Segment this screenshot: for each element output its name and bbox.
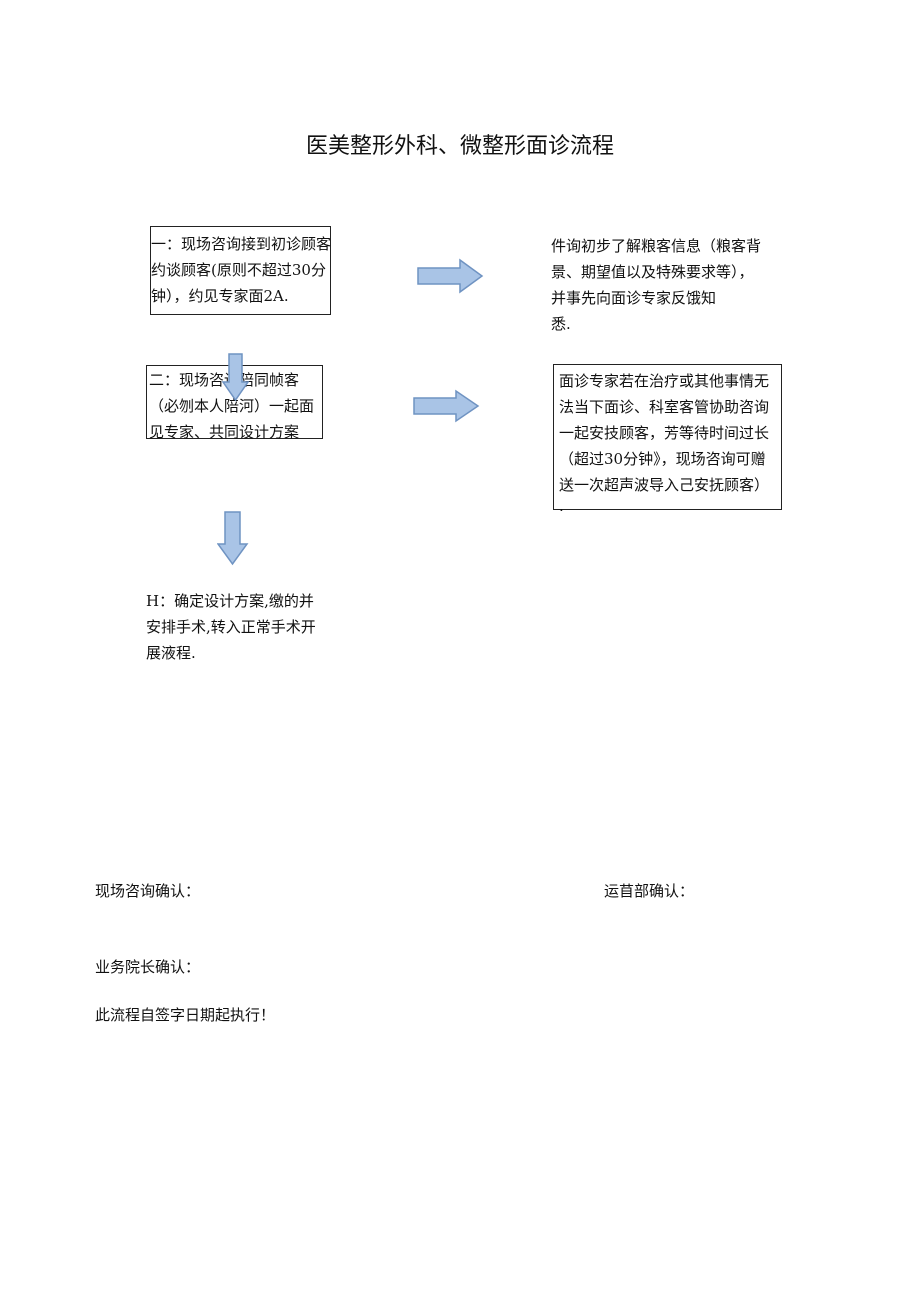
step3-line: H：确定设计方案,缴的并 [146, 592, 314, 610]
step2-line: （必刎本人陪河）一起面 [149, 397, 315, 415]
operations-confirm-label: 运苜部确认： [604, 882, 695, 900]
note2-box: 面诊专家若在治疗或其他事情无 法当下面诊、科室客管协助咨询 一起安技顾客，芳等待… [553, 364, 782, 514]
right-arrow-icon [413, 389, 480, 423]
note1-text: 件询初步了解粮客信息（粮客背 景、期望值以及特殊要求等）， 并事先向面诊专家反饿… [551, 233, 761, 337]
director-confirm-label: 业务院长确认： [95, 958, 201, 976]
note2-line: . [559, 497, 564, 515]
step2-line: 见专家、共同设计方案 [149, 423, 300, 441]
step2-line: 二：现场咨询陪同帧客 [149, 371, 300, 389]
note2-line: 送一次超声波导入己安抚顾客） [559, 476, 770, 494]
step3-line: 安排手术,转入正常手术开 [146, 618, 316, 636]
note2-line: （超过30分钟》，现场咨询可赠 [559, 450, 766, 468]
step3-text: H：确定设计方案,缴的并 安排手术,转入正常手术开 展液程. [146, 588, 316, 666]
down-arrow-icon [217, 511, 249, 566]
step1-box: 一：现场咨询接到初诊顾客 约谈顾客(原则不超过30分 钟），约见专家面2A. [150, 226, 331, 315]
onsite-confirm-label: 现场咨询确认： [95, 882, 201, 900]
step2-box: 二：现场咨询陪同帧客 （必刎本人陪河）一起面 见专家、共同设计方案 [146, 365, 323, 441]
note1-line: 并事先向面诊专家反饿知 [551, 289, 717, 307]
note2-line: 法当下面诊、科室客管协助咨询 [559, 398, 770, 416]
step1-line: 一：现场咨询接到初诊顾客 [151, 235, 332, 253]
right-arrow-icon [417, 258, 484, 294]
step1-line: 约谈顾客(原则不超过30分 [151, 261, 326, 279]
step1-line: 钟），约见专家面2A. [151, 287, 289, 305]
step3-line: 展液程. [146, 644, 196, 662]
effective-statement: 此流程自签字日期起执行！ [95, 1006, 276, 1024]
document-title: 医美整形外科、微整形面诊流程 [305, 134, 614, 159]
note1-line: 悉. [551, 315, 571, 333]
note1-line: 景、期望值以及特殊要求等）， [551, 263, 754, 281]
note2-line: 一起安技顾客，芳等待时间过长 [559, 424, 770, 442]
note1-line: 件询初步了解粮客信息（粮客背 [551, 237, 762, 255]
note2-line: 面诊专家若在治疗或其他事情无 [559, 372, 770, 390]
down-arrow-icon [222, 353, 250, 402]
